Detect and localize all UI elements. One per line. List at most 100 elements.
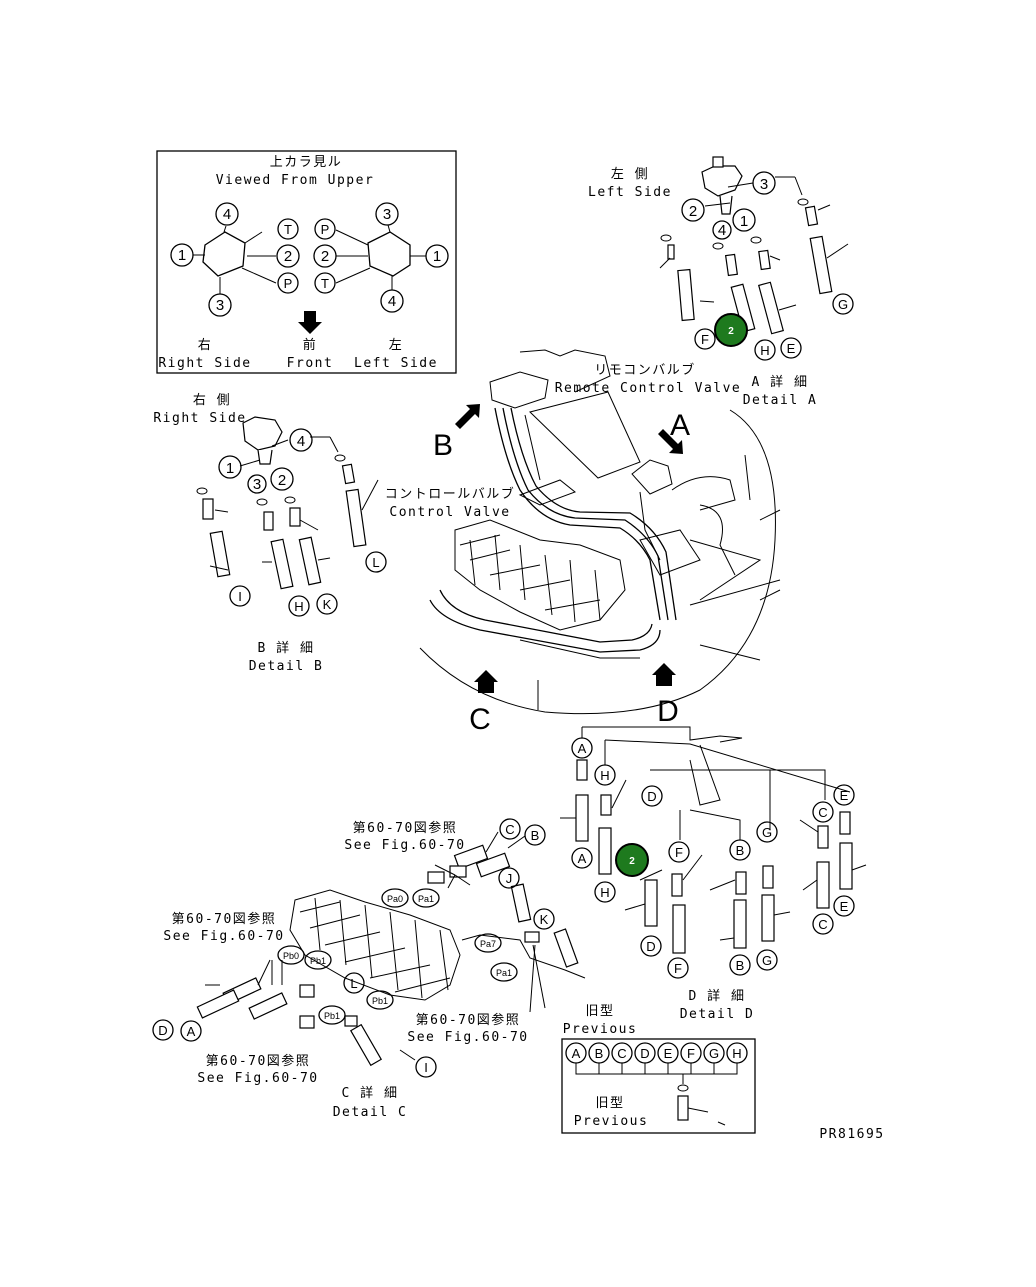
hotspot-circle[interactable]	[714, 313, 748, 347]
a-num-circle-4	[712, 220, 732, 240]
right-side-en: Right Side	[153, 411, 246, 426]
inset-frame	[156, 150, 457, 374]
c-letter-circle-l	[343, 972, 365, 994]
left-port-circle-1	[170, 243, 194, 267]
previous-frame	[561, 1038, 756, 1134]
inset-title-jp: 上カラ見ル	[270, 155, 343, 170]
b-num-2: 2	[278, 472, 286, 489]
right-port-t: T	[321, 276, 329, 291]
remote-valve-jp: リモコンバルブ	[594, 362, 696, 378]
prev-letter-e: E	[664, 1046, 673, 1061]
detail-d: A H D C E F B G	[560, 726, 867, 1022]
c-port-pb0: Pb0	[283, 951, 299, 961]
previous-model-box: 旧型 Previous A B C D E F G H 旧型 P	[561, 1004, 756, 1134]
view-label-b: B	[433, 429, 453, 462]
previous-en: Previous	[574, 1114, 649, 1129]
right-side-jp: 右 側	[193, 393, 231, 408]
b-num-circle-4	[289, 428, 313, 452]
d-bottom-c: C	[818, 917, 827, 932]
see-fig-jp-3: 第60-70図参照	[416, 1012, 521, 1028]
front-arrow-icon	[298, 311, 322, 334]
inset-front-en: Front	[287, 356, 334, 371]
b-letter-circle-i	[229, 585, 251, 607]
left-port-2: 2	[284, 248, 292, 265]
c-port-pa0: Pa0	[387, 894, 403, 904]
d-mid-f: F	[675, 845, 683, 860]
d-top-h: H	[600, 768, 609, 783]
c-letter-circle-a	[180, 1020, 202, 1042]
d-mid-b: B	[736, 843, 745, 858]
hotspot-marker[interactable]: 2	[615, 843, 649, 877]
inset-left-jp: 左	[389, 338, 404, 353]
d-bottom-circle-d	[640, 935, 662, 957]
b-letter-l: L	[372, 555, 379, 570]
view-arrow-c-icon	[474, 670, 498, 693]
drawing-number: PR81695	[819, 1127, 884, 1142]
right-port-1: 1	[433, 248, 441, 265]
see-fig-jp-4: 第60-70図参照	[206, 1053, 311, 1069]
prev-letter-f: F	[687, 1046, 695, 1061]
prev-letter-a: A	[572, 1046, 581, 1061]
d-top-circle-d	[641, 785, 663, 807]
c-letter-l: L	[350, 976, 357, 991]
d-bottom-circle-f	[667, 957, 689, 979]
hotspot-label[interactable]: 2	[629, 856, 635, 867]
d-bottom-circle-b	[729, 954, 751, 976]
right-port-circle-2	[313, 244, 337, 268]
detail-c-valve-bank	[289, 889, 461, 1001]
left-port-circle-p	[277, 272, 299, 294]
d-bottom-f: F	[674, 961, 682, 976]
hotspot-circle[interactable]	[615, 843, 649, 877]
c-port-pb1-3: Pb1	[324, 1011, 340, 1021]
c-letter-i: I	[424, 1060, 428, 1075]
prev-letter-b: B	[595, 1046, 604, 1061]
left-port-circle-3	[208, 293, 232, 317]
left-port-circle-4	[215, 202, 239, 226]
a-num-4: 4	[718, 222, 726, 239]
prev-letter-d: D	[640, 1046, 649, 1061]
d-top-circle-a	[571, 737, 593, 759]
a-num-2: 2	[689, 203, 697, 220]
c-letter-circle-d	[152, 1019, 174, 1041]
c-letter-b: B	[531, 828, 540, 843]
c-letter-k: K	[540, 912, 549, 927]
d-bottom-circle-h	[594, 881, 616, 903]
d-mid-g: G	[762, 825, 772, 840]
detail-c-jp: C 詳 細	[342, 1085, 399, 1101]
right-port-circle-1	[425, 244, 449, 268]
d-bottom-circle-e	[833, 895, 855, 917]
b-letter-h: H	[294, 599, 303, 614]
c-port-pa1: Pa1	[496, 968, 512, 978]
d-top-d: D	[647, 789, 656, 804]
detail-a-en: Detail A	[743, 393, 818, 408]
d-bottom-e: E	[840, 899, 849, 914]
d-bottom-d: D	[646, 939, 655, 954]
d-mid-circle-b	[729, 839, 751, 861]
c-letter-circle-j	[498, 867, 520, 889]
b-num-circle-1	[218, 455, 242, 479]
see-fig-en-2: See Fig.60-70	[163, 929, 284, 944]
left-port-3: 3	[216, 297, 224, 314]
see-fig-en-4: See Fig.60-70	[197, 1071, 318, 1086]
see-fig-jp-2: 第60-70図参照	[172, 911, 277, 927]
main-assembly: リモコンバルブ Remote Control Valve コントロールバルブ C…	[385, 349, 781, 736]
d-bottom-g: G	[762, 953, 772, 968]
b-letter-i: I	[238, 589, 242, 604]
d-top-circle-e	[833, 784, 855, 806]
prev-letter-c: C	[617, 1046, 626, 1061]
right-remote-valve-body	[242, 416, 283, 451]
right-port-circle-t	[314, 272, 336, 294]
c-port-pa7: Pa7	[480, 939, 496, 949]
a-num-circle-2	[681, 198, 705, 222]
a-letter-circle-f	[694, 328, 716, 350]
c-port-pb1: Pb1	[310, 956, 326, 966]
detail-d-jp: D 詳 細	[689, 988, 746, 1004]
hotspot-label[interactable]: 2	[728, 326, 734, 337]
previous-jp-top: 旧型	[585, 1004, 614, 1019]
hotspot-marker[interactable]: 2	[714, 313, 748, 347]
detail-a-jp: A 詳 細	[752, 374, 809, 390]
prev-letter-h: H	[732, 1046, 741, 1061]
left-port-circle-2	[276, 244, 300, 268]
detail-d-en: Detail D	[680, 1007, 755, 1022]
